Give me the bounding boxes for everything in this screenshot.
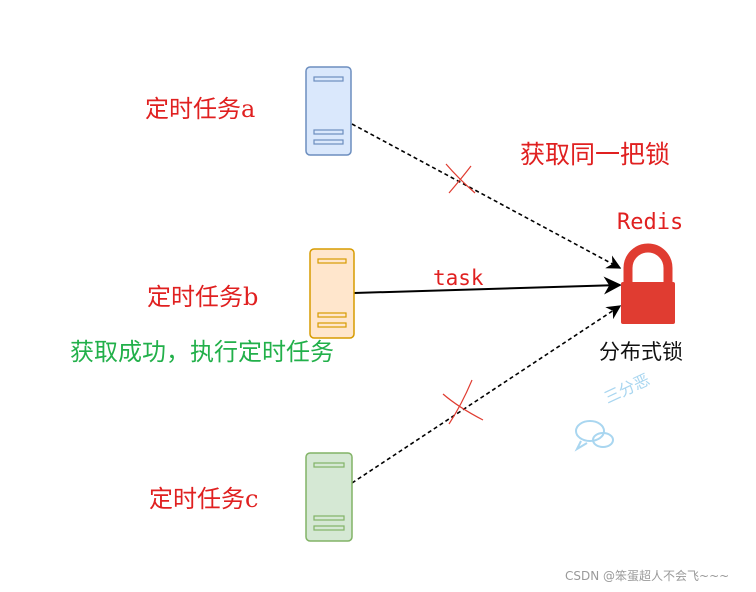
padlock-icon (621, 243, 675, 324)
server-a-label: 定时任务a (145, 95, 256, 123)
blocked-mark-c (442, 379, 484, 425)
same-lock-annotation: 获取同一把锁 (520, 140, 671, 169)
footer-credit: CSDN @笨蛋超人不会飞~~~ (565, 569, 730, 583)
edge-task-label: task (433, 266, 484, 290)
redis-label: Redis (617, 210, 684, 235)
edge-c-to-lock (351, 305, 622, 484)
success-annotation: 获取成功，执行定时任务 (70, 338, 334, 366)
blocked-mark-a (445, 163, 476, 194)
edge-a-to-lock (351, 123, 622, 269)
server-c-icon (305, 452, 353, 542)
lock-caption: 分布式锁 (599, 340, 683, 364)
edge-b-to-lock (353, 276, 622, 295)
server-b-label: 定时任务b (147, 283, 259, 311)
server-b-icon (309, 248, 355, 339)
watermark-chat-icon (574, 420, 614, 452)
server-c-label: 定时任务c (149, 485, 259, 513)
server-a-icon (305, 66, 352, 156)
